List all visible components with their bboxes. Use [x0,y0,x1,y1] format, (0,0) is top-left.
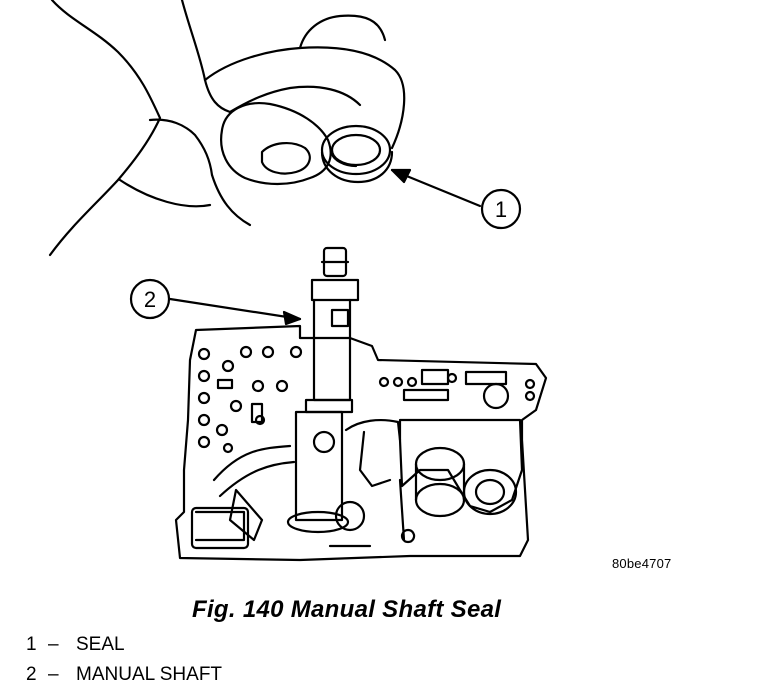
callout-2 [129,278,302,326]
callout-1-number: 1 [495,197,507,222]
image-code: 80be4707 [612,556,672,571]
seal-part [320,124,394,184]
valve-body-holes [197,345,536,454]
callout-2-number: 2 [144,287,156,312]
manual-shaft-seal-illustration: 1 2 [48,0,548,562]
callout-1 [390,168,522,230]
legend-item: 2 – MANUAL SHAFT [26,664,222,686]
manual-shaft-part [286,246,360,534]
valve-body [174,324,548,562]
legend-label: SEAL [76,634,125,655]
figure-caption: Fig. 140 Manual Shaft Seal [192,596,502,623]
hand-illustration [48,0,406,257]
legend-dash: – [48,664,59,685]
legend-number: 1 [26,634,37,655]
legend-number: 2 [26,664,37,685]
legend-label: MANUAL SHAFT [76,664,223,685]
legend-item: 1 – SEAL [26,634,125,656]
legend-dash: – [48,634,59,655]
